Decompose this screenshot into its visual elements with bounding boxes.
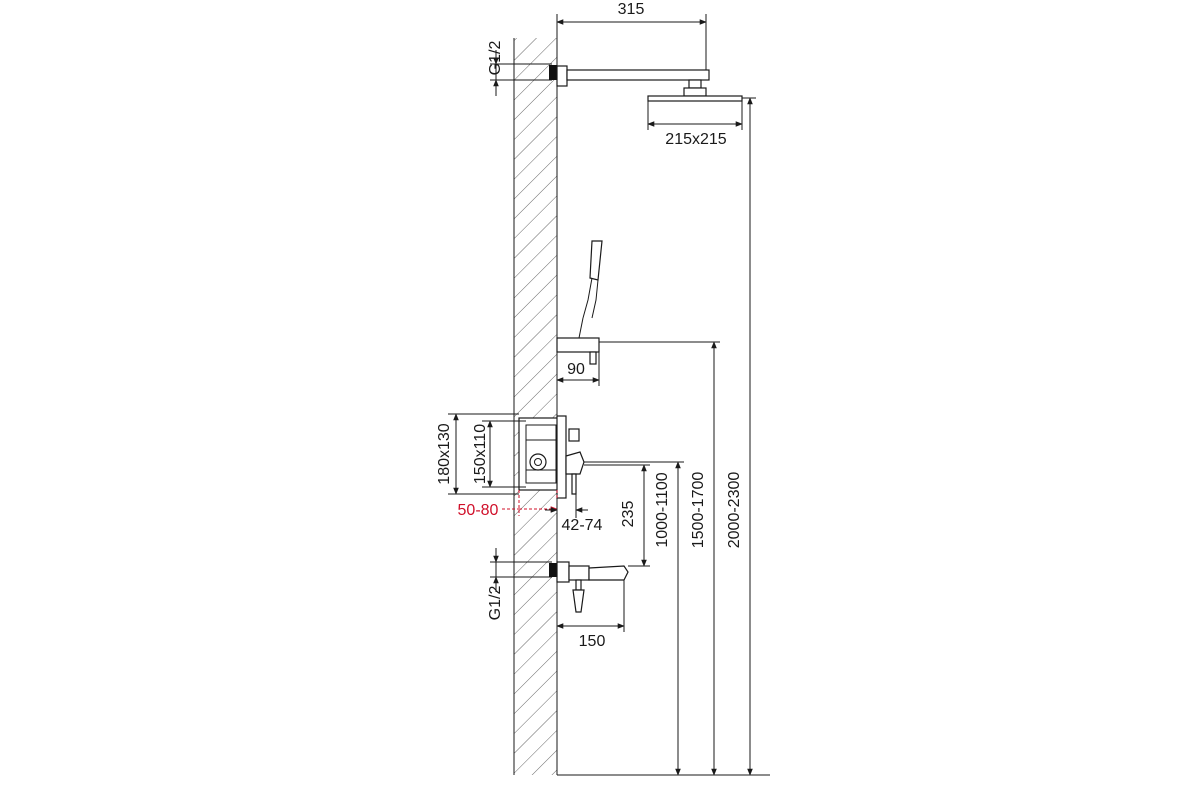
cartridge-outer [529,453,547,471]
concealed-box-assembly [518,415,585,499]
dim-holder-width: 90 [556,352,600,386]
holder-block [556,337,600,353]
spout-nozzle [588,565,629,581]
dim-head-size: 215x215 [647,101,743,148]
dim-holder-height-label: 1500-1700 [690,472,707,549]
diverter-stem [575,579,582,591]
dim-box-outer-label: 180x130 [436,423,453,484]
inlet-top-fitting [549,65,557,80]
dim-inlet-top-label: G1/2 [487,41,504,76]
head-mount [683,87,707,97]
dim-box-inner: 150x110 [472,420,526,488]
diverter-knob [568,428,580,442]
hand-shower-head [589,240,603,281]
shower-head [647,95,743,102]
dim-spout-length: 150 [556,580,625,650]
hand-shower-handle-back [591,279,599,319]
wall [513,38,770,776]
dim-box-depth-label: 50-80 [458,502,499,519]
spout-body [568,565,590,581]
dim-valve-height-label: 1000-1100 [654,472,671,547]
dim-box-inner-label: 150x110 [472,424,489,484]
dim-head-size-label: 215x215 [665,131,726,148]
wall-hatching [514,38,557,775]
dim-spout-length-label: 150 [579,633,606,650]
dim-valve-to-spout: 235 [584,464,650,567]
cover-plate [556,415,567,499]
hand-shower-hose [578,317,584,339]
cartridge-inner [534,458,542,466]
dim-holder-width-label: 90 [567,361,585,378]
mixer-lever-body [565,451,585,475]
dim-inlet-top: G1/2 [487,41,504,96]
spout-assembly [490,561,629,613]
dim-arm-length-label: 315 [618,1,645,18]
hand-shower-handle-front [582,277,593,319]
diverter-knob-bottom [572,589,585,613]
box-inner [525,424,557,484]
dim-inlet-bottom-label: G1/2 [487,586,504,621]
arm-connector [688,79,702,89]
spout-wall-flange [556,561,570,583]
dim-valve-to-spout-label: 235 [620,501,637,528]
dim-holder-height: 1500-1700 [599,341,720,776]
shower-arm [566,69,710,81]
dim-head-height: 2000-2300 [726,97,756,776]
dim-valve-offset-label: 42-74 [562,517,603,534]
holder-outlet [589,351,597,365]
dim-box-outer: 180x130 [436,413,519,495]
arm-wall-flange [556,65,568,87]
dim-valve-offset: 42-74 [545,494,603,534]
mixer-lever-handle [571,473,577,495]
hand-shower-assembly [556,240,603,365]
dim-head-height-label: 2000-2300 [726,472,743,549]
dim-arm-length: 315 [556,1,707,70]
dim-valve-height: 1000-1100 [584,461,684,776]
dim-inlet-bottom: G1/2 [487,548,504,620]
inlet-bottom-fitting [549,563,557,577]
